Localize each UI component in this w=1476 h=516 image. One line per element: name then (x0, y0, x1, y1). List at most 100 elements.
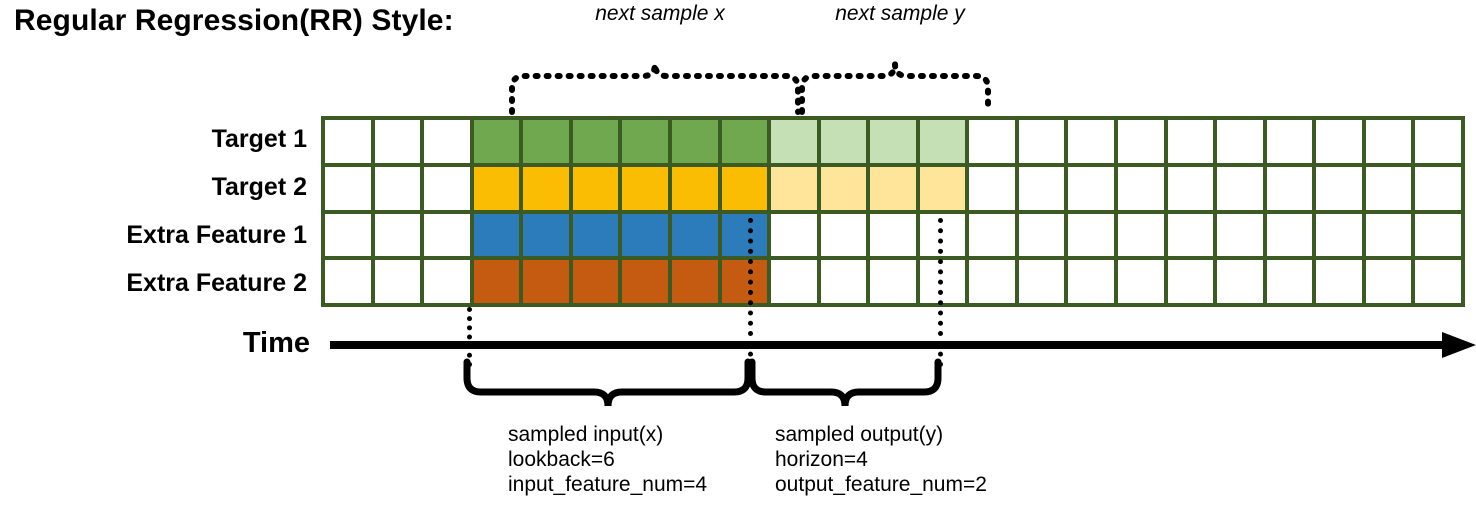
grid-cell (1365, 120, 1412, 163)
grid-cell (473, 213, 520, 257)
row-label-extra-feature-2: Extra Feature 2 (126, 269, 307, 297)
grid-cell (374, 213, 421, 257)
grid-cell (671, 213, 718, 257)
grid-cell (1217, 166, 1263, 210)
grid-cell (671, 260, 718, 303)
grid-cell (1068, 166, 1115, 210)
grid-cell (969, 213, 1015, 257)
grid-cell (1068, 260, 1115, 303)
grid-cell (919, 120, 966, 163)
grid-cell (325, 166, 371, 210)
annotation-sampled-output: sampled output(y) horizon=4 output_featu… (775, 422, 987, 497)
grid-cell (1316, 213, 1362, 257)
grid-cell (424, 260, 470, 303)
grid-cell (919, 166, 966, 210)
grid-cell (1365, 166, 1412, 210)
grid-cell (721, 120, 768, 163)
grid-cell (325, 213, 371, 257)
grid-cell (1365, 213, 1412, 257)
grid-cell (721, 260, 768, 303)
grid-cell (1266, 120, 1313, 163)
grid-cell (1167, 166, 1214, 210)
grid-cell (424, 166, 470, 210)
grid-cell (1018, 213, 1065, 257)
vertical-guide-input-start (467, 307, 472, 367)
grid-cell (424, 213, 470, 257)
grid-cell (1415, 166, 1461, 210)
grid-cell (969, 166, 1015, 210)
grid-cell (820, 213, 867, 257)
grid-cell (870, 120, 916, 163)
grid-cell (1167, 213, 1214, 257)
grid-cell (771, 260, 817, 303)
timeline-grid (321, 116, 1465, 307)
grid-cell (473, 260, 520, 303)
grid-cell (820, 260, 867, 303)
grid-cell (1266, 166, 1313, 210)
grid-cell (523, 166, 569, 210)
row-label-target-1: Target 1 (211, 125, 307, 153)
grid-cell (374, 120, 421, 163)
grid-cell (1266, 260, 1313, 303)
grid-cell (1118, 260, 1164, 303)
top-bracket-label-next-sample-x: next sample x (595, 2, 725, 25)
row-label-extra-feature-1: Extra Feature 1 (126, 221, 307, 249)
top-bracket-label-next-sample-y: next sample y (835, 2, 965, 25)
grid-cell (473, 120, 520, 163)
grid-cell (1415, 120, 1461, 163)
vertical-guide-output-end (938, 218, 943, 367)
grid-cell (424, 120, 470, 163)
grid-cell (622, 166, 668, 210)
annotation-input-line-3: input_feature_num=4 (508, 473, 708, 496)
grid-cell (1316, 260, 1362, 303)
grid-cell (969, 260, 1015, 303)
grid-cell (1018, 260, 1065, 303)
grid-cell (1316, 120, 1362, 163)
grid-cell (1018, 120, 1065, 163)
time-axis-label: Time (242, 327, 310, 359)
grid-cell (1118, 213, 1164, 257)
grid-cell (1018, 166, 1065, 210)
grid-cell (1316, 166, 1362, 210)
row-label-target-2: Target 2 (211, 173, 307, 201)
grid-cell (572, 260, 619, 303)
grid-cell (721, 213, 768, 257)
grid-cell (1365, 260, 1412, 303)
grid-cell (374, 166, 421, 210)
grid-cell (1118, 166, 1164, 210)
vertical-guide-input-end (748, 218, 753, 367)
annotation-sampled-input: sampled input(x) lookback=6 input_featur… (508, 422, 707, 497)
grid-cell (1118, 120, 1164, 163)
grid-cell (1217, 120, 1263, 163)
grid-cell (721, 166, 768, 210)
annotation-input-line-2: lookback=6 (508, 448, 615, 471)
grid-cell (771, 120, 817, 163)
grid-cell (1068, 213, 1115, 257)
page-title: Regular Regression(RR) Style: (14, 4, 454, 37)
grid-cell (870, 166, 916, 210)
annotation-output-line-3: output_feature_num=2 (775, 473, 987, 496)
grid-cell (771, 213, 817, 257)
grid-cell (622, 260, 668, 303)
grid-cell (523, 120, 569, 163)
grid-cell (870, 260, 916, 303)
annotation-input-line-1: sampled input(x) (508, 423, 664, 446)
annotation-output-line-1: sampled output(y) (775, 423, 944, 446)
grid-cell (473, 166, 520, 210)
grid-cell (622, 213, 668, 257)
grid-cell (1217, 260, 1263, 303)
grid-cell (523, 213, 569, 257)
grid-cell (771, 166, 817, 210)
grid-cell (325, 120, 371, 163)
grid-cell (1415, 213, 1461, 257)
annotation-output-line-2: horizon=4 (775, 448, 868, 471)
grid-cell (572, 213, 619, 257)
grid-cell (1266, 213, 1313, 257)
grid-cell (1167, 260, 1214, 303)
grid-cell (325, 260, 371, 303)
grid-cell (870, 213, 916, 257)
grid-cell (1167, 120, 1214, 163)
grid-cell (523, 260, 569, 303)
time-axis-arrow (330, 332, 1476, 358)
grid-cell (671, 166, 718, 210)
